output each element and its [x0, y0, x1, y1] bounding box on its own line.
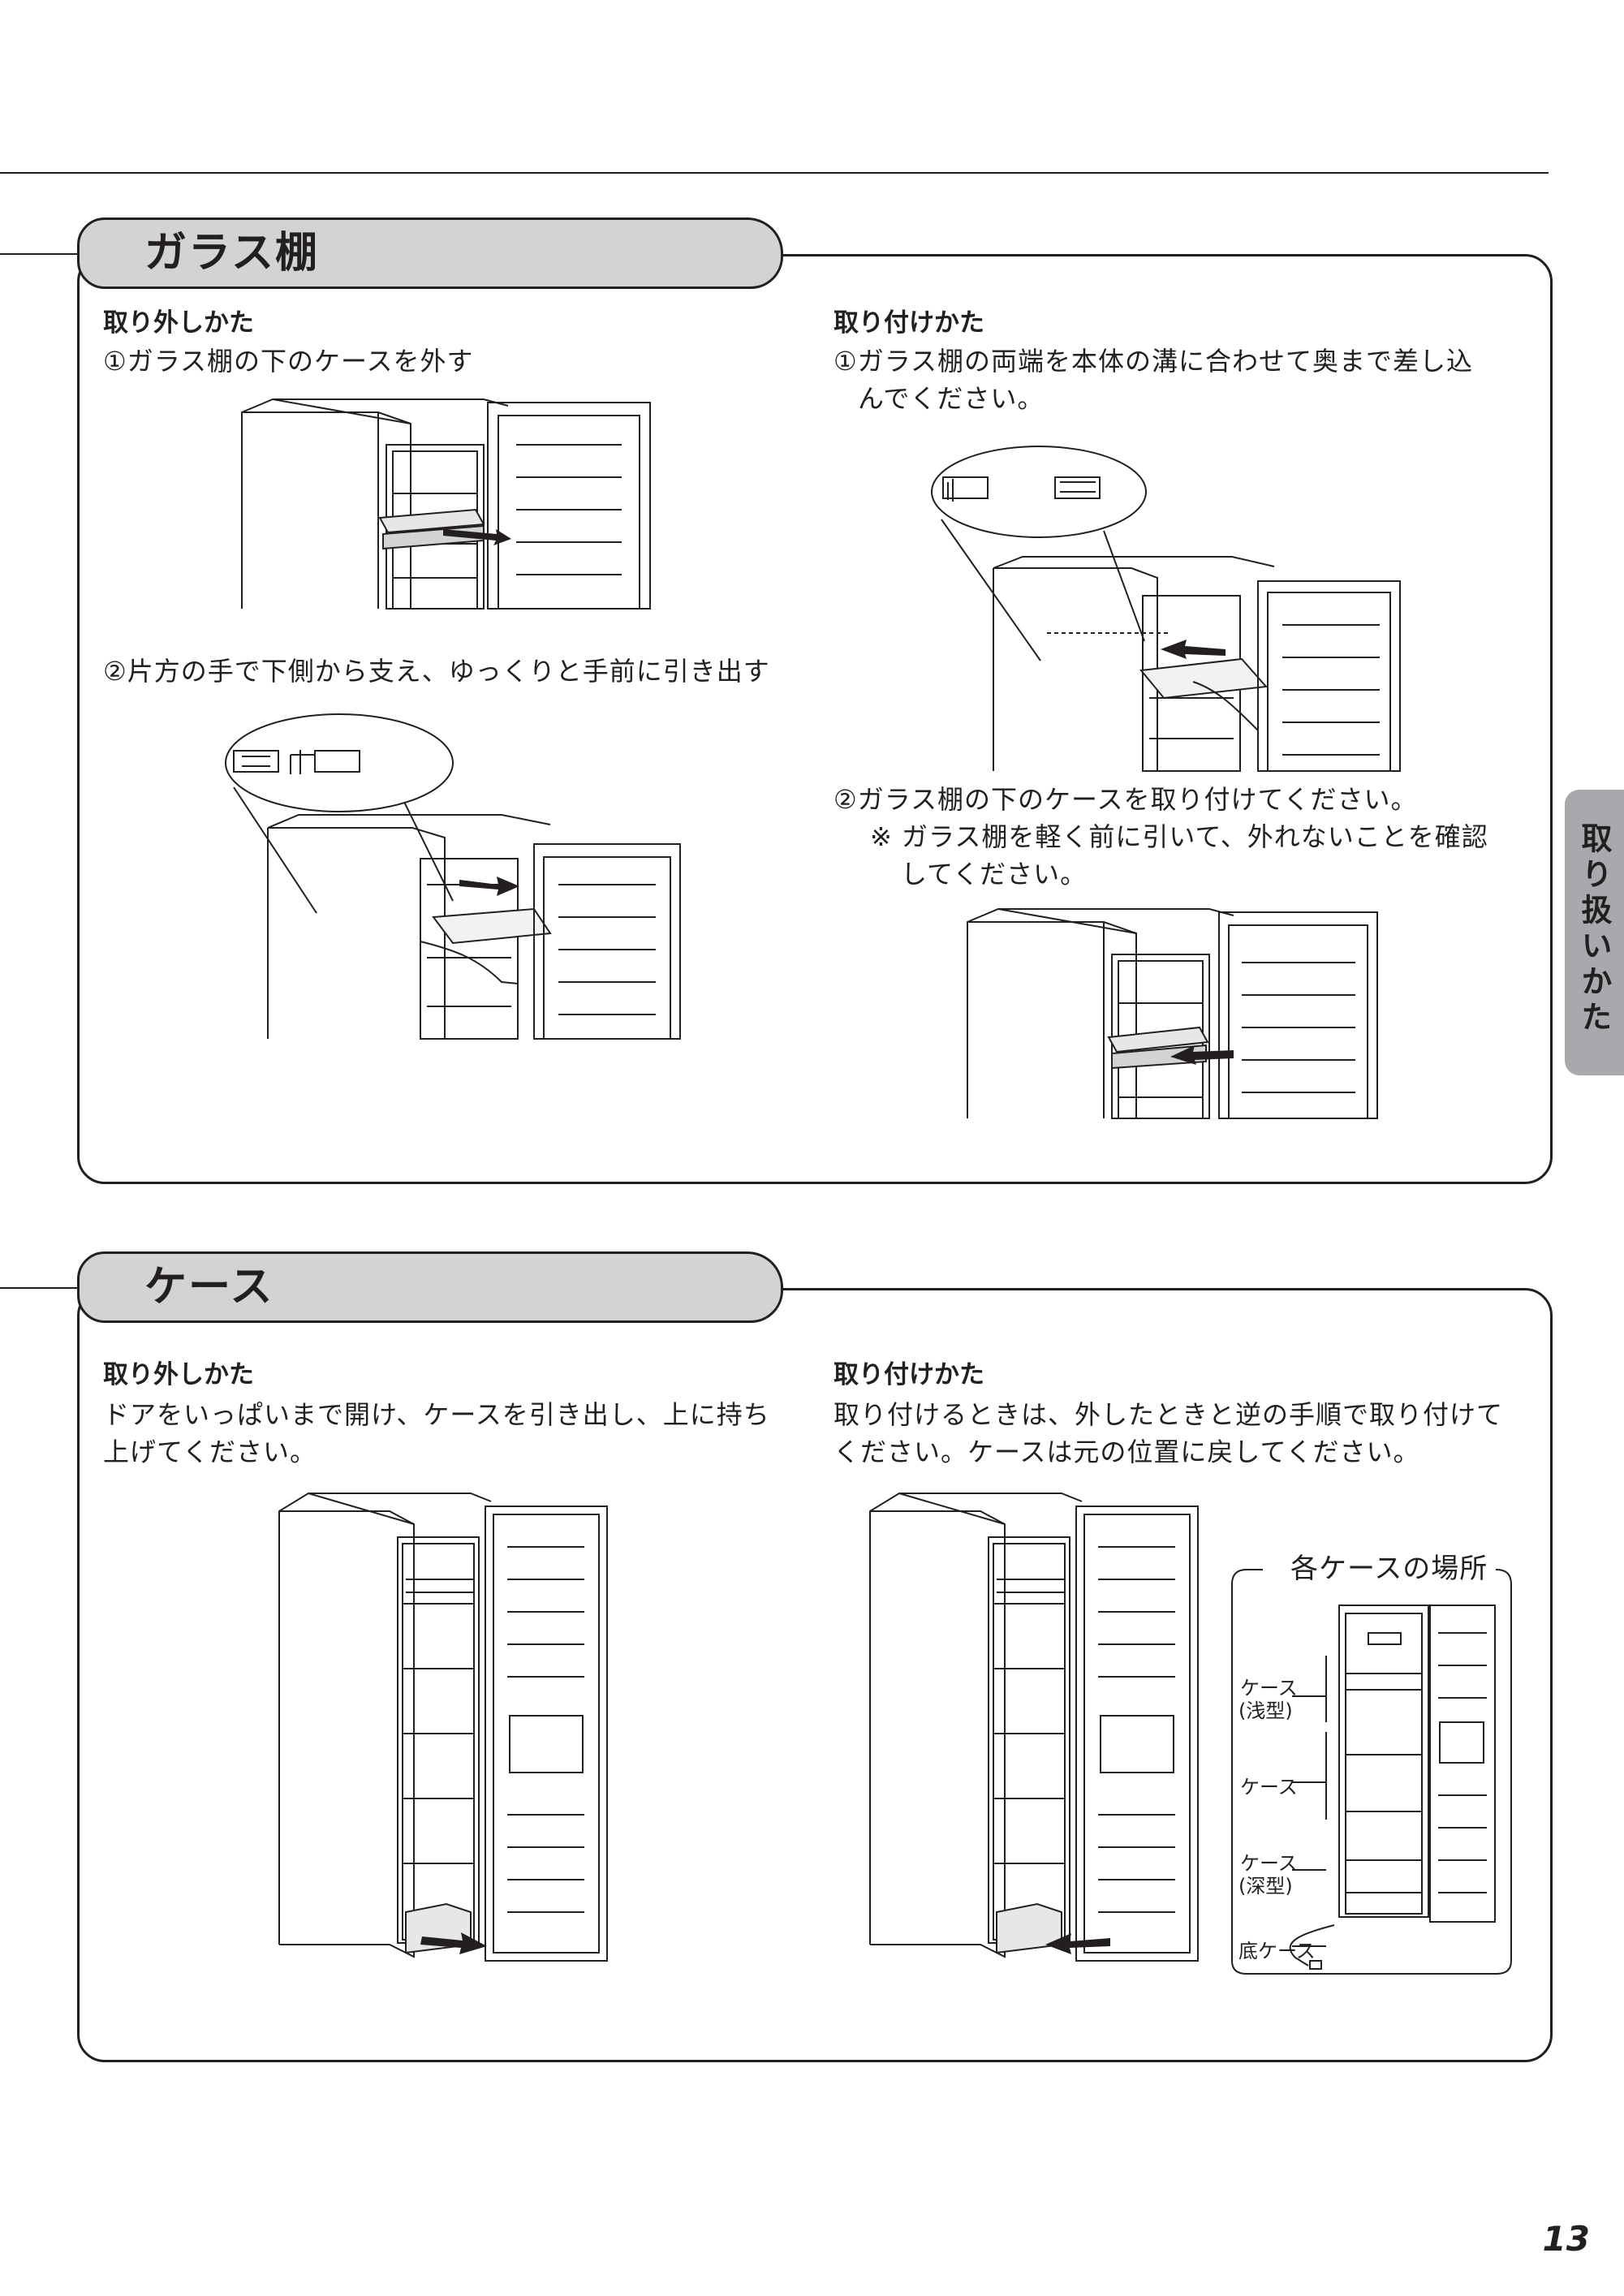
label-case-shallow-type: (浅型)	[1238, 1699, 1293, 1722]
section-title: ケース	[144, 1263, 274, 1312]
reinstall-case-illustration	[967, 908, 1378, 1119]
install-text-2: ください。ケースは元の位置に戻してください。	[834, 1437, 1420, 1467]
removal-text-1: ドアをいっぱいまで開け、ケースを引き出し、上に持ち	[103, 1399, 770, 1430]
remove-case-illustration	[241, 398, 651, 610]
glass-shelf-tab: ガラス棚	[77, 218, 783, 289]
label-case: ケース	[1240, 1776, 1298, 1798]
label-case-shallow: ケース	[1240, 1677, 1298, 1699]
case-locations-title: 各ケースの場所	[1282, 1550, 1497, 1587]
install-step-1: ①ガラス棚の両端を本体の溝に合わせて奥まで差し込	[834, 346, 1474, 377]
removal-heading: 取り外しかた	[103, 308, 254, 338]
install-note-cont: してください。	[901, 859, 1088, 890]
install-note: ※ ガラス棚を軽く前に引いて、外れないことを確認	[870, 821, 1488, 852]
label-case-deep: ケース	[1240, 1852, 1298, 1875]
label-case-deep-type: (深型)	[1238, 1875, 1293, 1898]
install-text-1: 取り付けるときは、外したときと逆の手順で取り付けて	[834, 1399, 1504, 1430]
insert-shelf-illustration	[931, 446, 1401, 772]
freezer-open-install-illustration	[869, 1493, 1199, 1962]
case-tab: ケース	[77, 1251, 783, 1323]
removal-step-1: ①ガラス棚の下のケースを外す	[103, 346, 474, 377]
section-lead-line	[0, 253, 80, 255]
install-heading: 取り付けかた	[834, 1360, 984, 1389]
pull-shelf-illustration	[225, 713, 681, 1040]
freezer-open-remove-illustration	[278, 1493, 608, 1962]
install-heading: 取り付けかた	[834, 308, 984, 338]
install-step-1-cont: んでください。	[858, 383, 1045, 414]
removal-heading: 取り外しかた	[103, 1360, 254, 1389]
case-locations-box	[1231, 1569, 1512, 1975]
top-rule	[0, 172, 1549, 174]
removal-text-2: 上げてください。	[103, 1437, 317, 1467]
section-lead-line	[0, 1287, 80, 1289]
removal-step-2: ②片方の手で下側から支え、ゆっくりと手前に引き出す	[103, 656, 770, 687]
page-number: 13	[1542, 2219, 1590, 2259]
side-index-tab: 取り扱いかた	[1565, 790, 1624, 1075]
side-index-label: 取り扱いかた	[1576, 822, 1612, 1036]
label-bottom-case: 底ケース	[1238, 1940, 1316, 1962]
install-step-2: ②ガラス棚の下のケースを取り付けてください。	[834, 784, 1418, 815]
section-title: ガラス棚	[144, 229, 319, 278]
